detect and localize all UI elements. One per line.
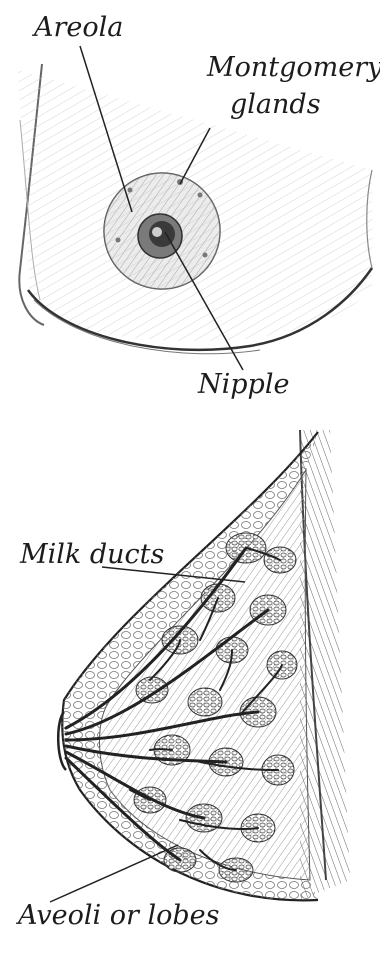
- label-montgomery-line1: Montgomery: [207, 54, 380, 81]
- label-milk-ducts: Milk ducts: [20, 541, 164, 568]
- label-montgomery-line2: glands: [230, 91, 321, 118]
- label-areola: Areola: [34, 14, 123, 41]
- breast-cross-section: [58, 430, 350, 900]
- label-nipple: Nipple: [198, 371, 289, 398]
- aveoli-leader-line: [50, 845, 178, 902]
- label-aveoli-or-lobes: Aveoli or lobes: [18, 902, 220, 929]
